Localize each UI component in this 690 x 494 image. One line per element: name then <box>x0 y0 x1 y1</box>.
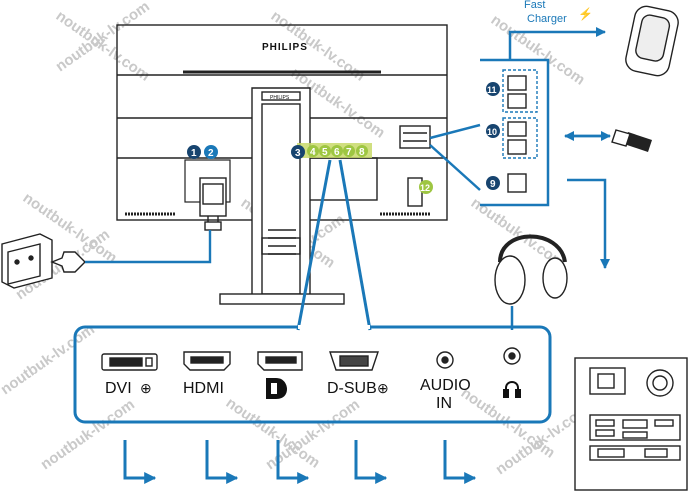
hdmi-port-icon <box>183 351 231 371</box>
dvi-label: DVI <box>105 380 132 397</box>
audio-in-label: AUDIO <box>420 377 471 394</box>
power-plug <box>199 177 227 231</box>
headphone-jack-icon <box>503 347 521 365</box>
callout-2: 2 <box>208 148 214 159</box>
dvi-input-icon: ⊕ <box>140 380 152 396</box>
callout-7: 7 <box>346 147 352 158</box>
dsub-input-icon: ⊕ <box>377 380 389 396</box>
dsub-port-icon <box>329 351 379 371</box>
watermark-text: noutbuk-lv.com <box>0 321 98 398</box>
smartphone-icon <box>625 5 679 77</box>
fast-charger-label: Fast <box>524 0 545 11</box>
upstream-arrow <box>567 178 610 269</box>
usb-upstream-port-icon <box>507 173 527 193</box>
headphones-icon <box>494 234 568 305</box>
dsub-label: D-SUB <box>327 380 377 397</box>
connection-arrows <box>123 440 477 484</box>
callout-connector <box>338 159 372 331</box>
stand-brand: PHILIPS <box>270 95 290 101</box>
usb-port-icon <box>507 121 527 137</box>
audio-in-jack-icon <box>436 351 454 369</box>
lightning-icon: ⚡ <box>578 7 593 21</box>
callout-5: 5 <box>322 147 328 158</box>
hdmi-label: HDMI <box>183 380 224 397</box>
monitor-brand: PHILIPS <box>262 42 308 53</box>
callout-3: 3 <box>295 148 301 159</box>
usb-port-icon <box>507 139 527 155</box>
displayport-icon <box>257 351 303 371</box>
callout-6: 6 <box>334 147 340 158</box>
usb-stick-icon <box>564 129 652 152</box>
callout-connector <box>296 159 332 331</box>
usb-side-panel <box>429 58 550 207</box>
callout-1: 1 <box>191 148 197 159</box>
usb-port-icon <box>507 75 527 91</box>
callout-10: 10 <box>487 127 497 137</box>
headphone-out-icon <box>503 381 521 398</box>
callout-markers: 1 2 3 4 5 6 7 8 12 9 10 11 <box>187 82 500 194</box>
charger-arrow <box>508 27 606 60</box>
monitor-stand <box>219 87 345 305</box>
displayport-logo-icon <box>266 378 287 399</box>
callout-9: 9 <box>490 179 496 190</box>
dvi-port-icon <box>101 353 158 371</box>
callout-4: 4 <box>310 147 316 158</box>
audio-in-label: IN <box>436 395 452 412</box>
pc-tower-icon <box>574 357 688 491</box>
fast-charger-label: Charger <box>527 13 567 25</box>
port-icons <box>101 347 521 371</box>
usb-port-icon <box>507 93 527 109</box>
callout-11: 11 <box>487 85 497 95</box>
power-cable <box>85 230 212 264</box>
callout-12: 12 <box>420 183 430 193</box>
wall-socket <box>1 233 86 289</box>
callout-8: 8 <box>359 147 365 158</box>
watermark-text: noutbuk-lv.com <box>38 396 138 473</box>
